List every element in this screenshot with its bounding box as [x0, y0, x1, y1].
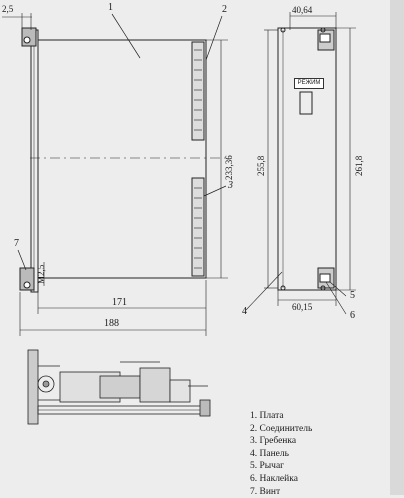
- front-leaders: [17, 13, 227, 271]
- assembly-bottom-view: [27, 349, 211, 425]
- callout-5: 5: [350, 290, 355, 301]
- callout-3: 3: [228, 180, 233, 191]
- dim-255-8: 255,8: [256, 155, 266, 176]
- callout-7: 7: [14, 238, 19, 249]
- legend-item: 4. Панель: [250, 448, 289, 459]
- dim-233-36: 233,36: [224, 155, 234, 180]
- callout-6: 6: [350, 310, 355, 321]
- dim-171: 171: [112, 297, 127, 308]
- parts-legend: 1. Плата 2. Соединитель 3. Гребенка 4. П…: [250, 410, 312, 498]
- legend-item: 2. Соединитель: [250, 423, 313, 434]
- dim-40-64: 40,64: [292, 5, 313, 15]
- dim-m2-5: M2,5: [36, 264, 46, 284]
- legend-item: 6. Наклейка: [250, 473, 298, 484]
- dim-188: 188: [104, 318, 119, 329]
- dim-60-15: 60,15: [292, 302, 313, 312]
- legend-item: 1. Плата: [250, 411, 284, 421]
- panel-side-view: [277, 27, 337, 291]
- callout-1: 1: [108, 2, 113, 13]
- panel-mode-label: РЕЖИМ: [294, 78, 324, 89]
- dim-261-8: 261,8: [354, 155, 364, 176]
- callout-2: 2: [222, 4, 227, 15]
- callout-4: 4: [242, 306, 247, 317]
- legend-item: 7. Винт: [250, 486, 281, 497]
- legend-item: 3. Гребенка: [250, 436, 297, 447]
- board-front-view: [19, 27, 230, 293]
- dim-2-5: 2,5: [2, 4, 14, 14]
- front-dimensions: [2, 13, 228, 336]
- panel-dimensions: [245, 12, 356, 315]
- legend-item: 5. Рычаг: [250, 461, 285, 472]
